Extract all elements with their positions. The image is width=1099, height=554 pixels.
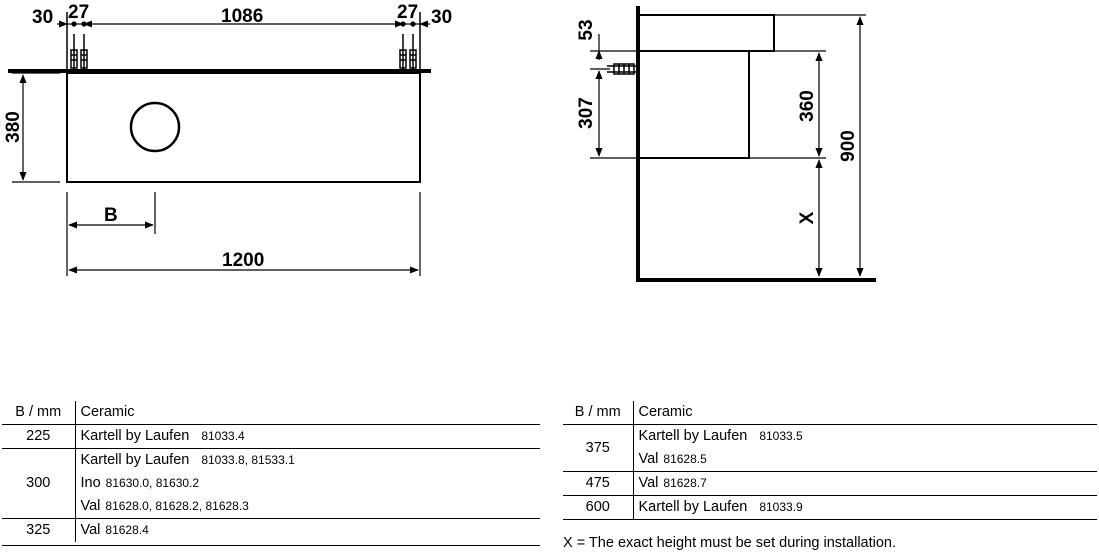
wall-anchor-bolt bbox=[607, 63, 640, 75]
row-b-value: 300 bbox=[2, 448, 76, 519]
dim-307-lines bbox=[590, 68, 636, 159]
dim-wall-left: 30 bbox=[32, 7, 53, 28]
header-b-mm: B / mm bbox=[2, 401, 76, 425]
width-dimension bbox=[66, 192, 421, 276]
cabinet-body bbox=[66, 72, 421, 183]
basin-outlet-circle bbox=[129, 101, 181, 153]
header-ceramic: Ceramic bbox=[633, 401, 1097, 425]
dim-x: X bbox=[797, 211, 818, 224]
side-view: 53 307 360 X 900 bbox=[576, 6, 876, 282]
dim-900-lines bbox=[774, 14, 866, 277]
table-left-bottom-rule bbox=[2, 545, 540, 546]
depth-dimension bbox=[12, 72, 60, 183]
front-view: 30 27 1086 27 30 380 B 1200 bbox=[3, 2, 452, 276]
header-ceramic: Ceramic bbox=[75, 401, 540, 425]
row-b-value: 325 bbox=[2, 518, 76, 542]
dim-depth: 380 bbox=[3, 111, 24, 143]
header-b-mm: B / mm bbox=[563, 401, 634, 425]
dim-wall-right: 30 bbox=[431, 7, 452, 28]
dim-b: B bbox=[104, 205, 118, 226]
dim-anchor-right: 27 bbox=[397, 2, 418, 23]
dim-width: 1200 bbox=[222, 250, 264, 271]
installation-note: X = The exact height must be set during … bbox=[563, 535, 897, 551]
table-header-row: B / mm Ceramic bbox=[2, 401, 540, 425]
wall-line bbox=[636, 6, 640, 282]
dim-307: 307 bbox=[576, 97, 597, 129]
dim-900: 900 bbox=[838, 130, 859, 162]
cabinet-profile bbox=[640, 50, 750, 159]
row-b-value: 475 bbox=[563, 471, 634, 496]
row-b-value: 225 bbox=[2, 424, 76, 449]
row-b-value: 600 bbox=[563, 495, 634, 520]
countertop-profile bbox=[640, 14, 775, 52]
dim-anchor-left: 27 bbox=[68, 2, 89, 23]
technical-drawing: 30 27 1086 27 30 380 B 1200 bbox=[3, 2, 876, 282]
dim-anchor-span: 1086 bbox=[221, 6, 263, 27]
row-b-value: 375 bbox=[563, 424, 634, 472]
floor-line bbox=[636, 278, 876, 282]
table-header-row: B / mm Ceramic bbox=[563, 401, 1097, 425]
dim-360-lines bbox=[749, 50, 826, 159]
top-dimension-lines bbox=[57, 20, 430, 28]
b-dimension bbox=[66, 192, 156, 234]
dim-360: 360 bbox=[797, 90, 818, 122]
countertop-plate bbox=[8, 69, 431, 73]
dim-53-lines bbox=[590, 34, 636, 60]
dim-top: 53 bbox=[576, 19, 597, 40]
